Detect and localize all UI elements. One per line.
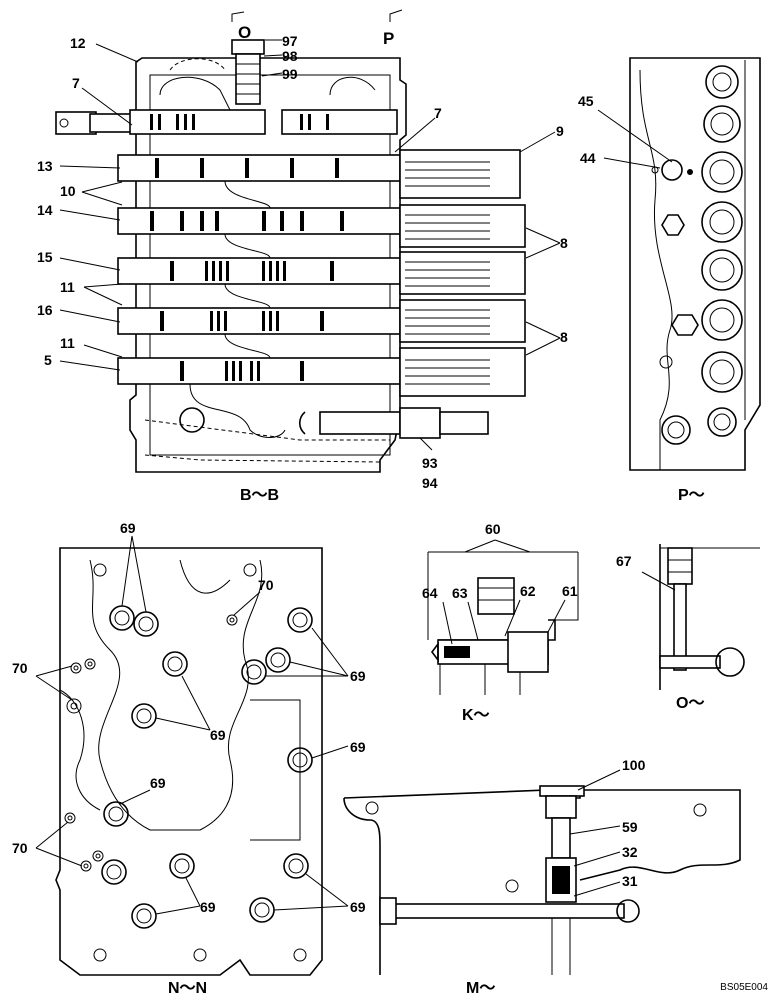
part-label: 70 — [12, 660, 28, 676]
part-label: 45 — [578, 93, 594, 109]
view-title-k: K～ — [462, 707, 490, 724]
part-label: 98 — [282, 48, 298, 64]
part-labels-nn: 69 70 70 69 69 69 69 70 69 69 — [12, 520, 366, 915]
part-label: 61 — [562, 583, 578, 599]
part-label: 69 — [210, 727, 226, 743]
part-label: 69 — [350, 739, 366, 755]
part-label: 100 — [622, 757, 646, 773]
part-label: 64 — [422, 585, 438, 601]
view-o — [641, 544, 760, 690]
part-label: 12 — [70, 35, 86, 51]
part-labels-p: 45 44 — [578, 93, 596, 166]
view-title-nn: N～N — [168, 980, 207, 997]
part-label: 70 — [12, 840, 28, 856]
view-titles: B～B P～ N～N K～ O～ M～ — [168, 487, 705, 997]
view-title-p: P～ — [678, 487, 705, 504]
part-label: 70 — [258, 577, 274, 593]
part-label: 11 — [60, 279, 75, 295]
part-label: 10 — [60, 183, 76, 199]
part-label: 31 — [622, 873, 638, 889]
part-label: 99 — [282, 66, 298, 82]
part-label: 60 — [485, 521, 501, 537]
part-labels-bb: 12 97 98 99 7 7 9 13 10 14 8 15 11 16 11… — [37, 33, 568, 491]
part-label: 93 — [422, 455, 438, 471]
part-label: 69 — [200, 899, 216, 915]
part-label: 5 — [44, 352, 52, 368]
part-label: 8 — [560, 235, 568, 251]
part-label: 94 — [422, 475, 438, 491]
part-label: 7 — [72, 75, 80, 91]
part-label: 16 — [37, 302, 53, 318]
part-labels-k: 60 64 63 62 61 — [422, 521, 578, 601]
part-label: 7 — [434, 105, 442, 121]
part-label: 8 — [560, 329, 568, 345]
view-bb — [55, 9, 561, 473]
part-label: 32 — [622, 844, 638, 860]
part-label: 69 — [350, 668, 366, 684]
part-label: 14 — [37, 202, 53, 218]
part-label: 13 — [37, 158, 53, 174]
part-label: 69 — [120, 520, 136, 536]
view-k — [427, 539, 579, 695]
part-label: 15 — [37, 249, 53, 265]
part-label: 62 — [520, 583, 536, 599]
view-m — [343, 769, 741, 975]
part-labels-m: 100 59 32 31 — [622, 757, 646, 889]
part-label: 97 — [282, 33, 298, 49]
drawing-code: BS05E004 — [720, 982, 768, 993]
part-label: 11 — [60, 335, 75, 351]
part-label: 63 — [452, 585, 468, 601]
section-mark-o: O — [238, 23, 251, 42]
view-p — [597, 57, 761, 471]
view-title-m: M～ — [466, 980, 495, 997]
part-label: 69 — [350, 899, 366, 915]
section-mark-p: P — [383, 29, 394, 48]
section-marks: O P — [238, 23, 394, 48]
part-label: 59 — [622, 819, 638, 835]
part-label: 69 — [150, 775, 166, 791]
part-label: 44 — [580, 150, 596, 166]
view-title-bb: B～B — [240, 487, 279, 504]
part-label: 67 — [616, 553, 632, 569]
part-labels-o: 67 — [616, 553, 632, 569]
view-title-o: O～ — [676, 695, 704, 712]
part-label: 9 — [556, 123, 564, 139]
view-nn — [35, 535, 349, 976]
